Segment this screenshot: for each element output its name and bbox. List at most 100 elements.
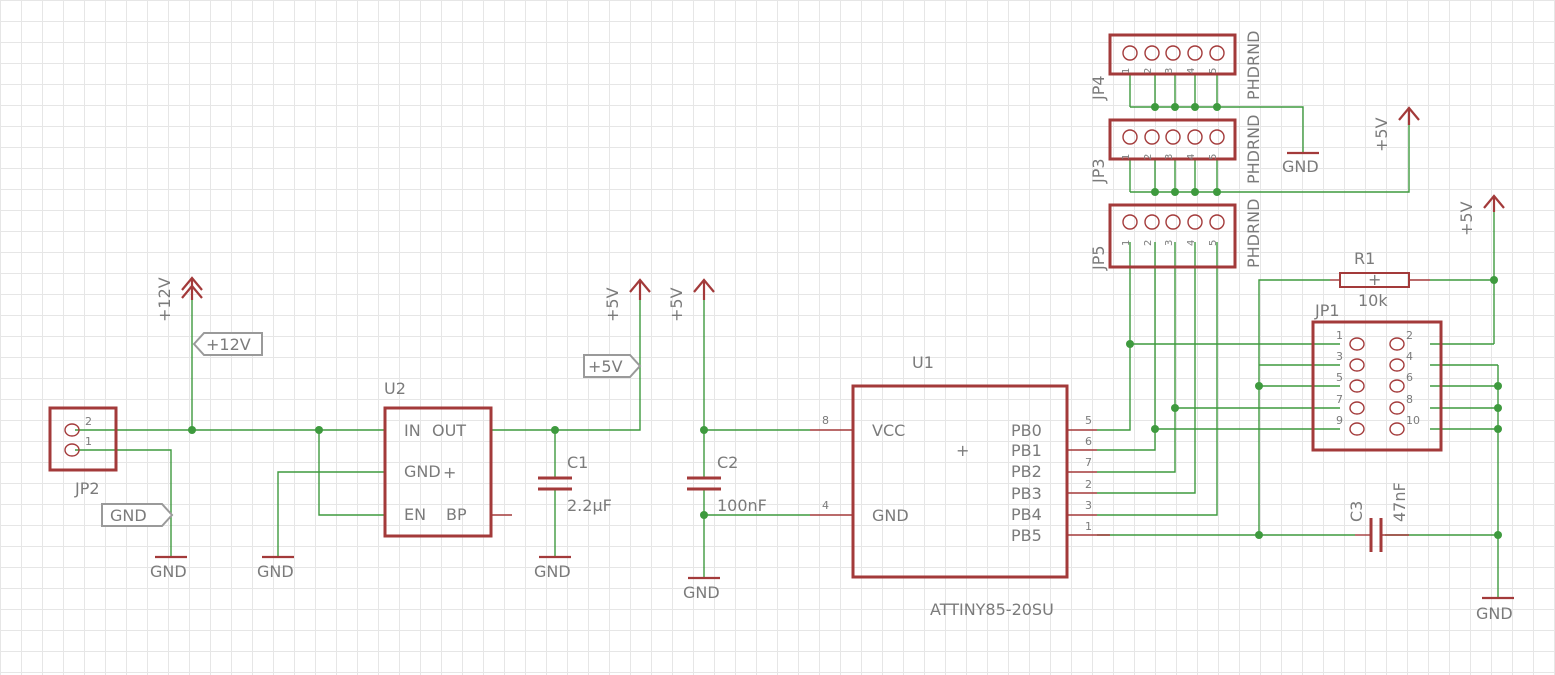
gnd-c1[interactable]: GND xyxy=(534,555,571,581)
jp5-pin-2: 2 xyxy=(1143,240,1154,246)
u1-pin-num-pb2: 7 xyxy=(1085,456,1092,469)
gnd-jp2[interactable]: GND xyxy=(150,555,187,581)
u1-pin-label-pb4: PB4 xyxy=(1011,505,1042,524)
part-jp5[interactable]: 1 2 3 4 5 JP5 PHDRND xyxy=(1089,199,1263,271)
c2-value: 100nF xyxy=(717,496,767,515)
net-label-gnd[interactable]: GND xyxy=(101,503,174,527)
c1-name: C1 xyxy=(567,453,588,472)
part-u2[interactable]: U2 IN OUT GND + EN BP xyxy=(383,379,512,538)
net-label-5v-text: +5V xyxy=(588,357,623,376)
u1-pin-num-pb5: 1 xyxy=(1085,520,1092,533)
jp5-name: JP5 xyxy=(1089,245,1108,271)
wires xyxy=(75,74,1499,598)
wire-jp3-bus[interactable] xyxy=(1130,112,1410,193)
u1-pin-label-pb3: PB3 xyxy=(1011,484,1042,503)
supply-5v-d[interactable]: +5V xyxy=(1457,194,1505,236)
gnd-c2-label: GND xyxy=(683,583,720,602)
jp4-pin-3: 3 xyxy=(1164,68,1175,74)
u1-value: ATTINY85-20SU xyxy=(930,600,1054,619)
part-jp3[interactable]: 1 2 3 4 5 JP3 PHDRND xyxy=(1089,115,1263,184)
jp3-pin-4: 4 xyxy=(1186,154,1197,160)
wire-pb2[interactable] xyxy=(1097,242,1176,473)
supply-5v-c[interactable]: +5V xyxy=(1372,106,1420,152)
c2-name: C2 xyxy=(717,453,738,472)
wire-u2-gnd[interactable] xyxy=(277,471,385,557)
jp1-pin-9: 9 xyxy=(1336,414,1343,427)
wire-u2-out[interactable] xyxy=(492,285,641,431)
u1-pin-label-vcc: VCC xyxy=(872,421,905,440)
supply-5v-d-label: +5V xyxy=(1457,201,1476,236)
gnd-c2[interactable]: GND xyxy=(683,576,720,602)
part-c3[interactable]: C3 47nF xyxy=(1347,482,1409,552)
supply-5v-c-label: +5V xyxy=(1372,117,1391,152)
wire-pb4[interactable] xyxy=(1097,242,1218,516)
c3-value: 47nF xyxy=(1390,482,1409,522)
jp3-pin-3: 3 xyxy=(1164,154,1175,160)
u2-pin-in: IN xyxy=(404,421,421,440)
gnd-c1-label: GND xyxy=(534,562,571,581)
jp1-pin-6: 6 xyxy=(1406,371,1413,384)
jp4-pin-1: 1 xyxy=(1121,68,1132,74)
supply-5v-a[interactable]: +5V xyxy=(603,278,651,322)
u2-pin-out: OUT xyxy=(432,421,466,440)
jp2-pin-1: 1 xyxy=(85,435,92,448)
part-jp4[interactable]: 1 2 3 4 5 JP4 PHDRND xyxy=(1089,31,1263,101)
jp2-name: JP2 xyxy=(74,479,100,498)
jp3-value: PHDRND xyxy=(1244,115,1263,184)
supply-12v-label: +12V xyxy=(155,277,174,322)
jp4-name: JP4 xyxy=(1089,75,1108,101)
wire-r1-left[interactable] xyxy=(1258,279,1330,535)
part-c1[interactable]: C1 2.2µF xyxy=(538,453,612,515)
r1-value: 10k xyxy=(1358,291,1388,310)
jp1-pin-5: 5 xyxy=(1336,371,1343,384)
supply-12v[interactable]: +12V xyxy=(155,276,203,322)
jp4-pin-2: 2 xyxy=(1143,68,1154,74)
jp4-pin-5: 5 xyxy=(1208,68,1219,74)
jp5-value: PHDRND xyxy=(1244,199,1263,268)
gnd-right-label: GND xyxy=(1476,604,1513,623)
u1-pin-num-pb3: 2 xyxy=(1085,478,1092,491)
net-label-5v[interactable]: +5V xyxy=(583,354,642,378)
jp5-pin-5: 5 xyxy=(1208,240,1219,246)
jp1-pin-7: 7 xyxy=(1336,393,1343,406)
jp1-name: JP1 xyxy=(1314,301,1340,320)
net-label-12v[interactable]: +12V xyxy=(192,332,263,356)
net-label-12v-text: +12V xyxy=(206,335,251,354)
u1-name: U1 xyxy=(912,353,934,372)
gnd-jp4[interactable]: GND xyxy=(1282,151,1319,176)
jp4-pin-4: 4 xyxy=(1186,68,1197,74)
u1-pin-num-pb0: 5 xyxy=(1085,414,1092,427)
wire-jp2-gnd[interactable] xyxy=(75,449,172,557)
c3-name: C3 xyxy=(1347,501,1366,522)
part-jp2[interactable]: 2 1 JP2 xyxy=(48,406,118,498)
wire-pb1[interactable] xyxy=(1097,242,1156,451)
supply-5v-b[interactable]: +5V xyxy=(667,278,715,322)
supply-5v-b-label: +5V xyxy=(667,287,686,322)
gnd-u2[interactable]: GND xyxy=(257,555,294,581)
u1-pin-num-vcc: 8 xyxy=(822,414,829,427)
part-jp1[interactable]: JP1 1 3 5 7 9 2 4 6 8 10 xyxy=(1311,301,1443,452)
gnd-jp4-label: GND xyxy=(1282,157,1319,176)
wire-pb0[interactable] xyxy=(1097,242,1131,431)
jp1-pin-1: 1 xyxy=(1336,329,1343,342)
wire-u2-en[interactable] xyxy=(318,430,385,516)
jp4-value: PHDRND xyxy=(1244,31,1263,100)
wire-pb3[interactable] xyxy=(1097,242,1196,494)
u2-origin: + xyxy=(443,463,456,482)
u2-name: U2 xyxy=(384,379,406,398)
u2-pin-en: EN xyxy=(404,505,426,524)
wire-jp4-bus[interactable] xyxy=(1130,106,1304,153)
jp1-pin-8: 8 xyxy=(1406,393,1413,406)
gnd-right[interactable]: GND xyxy=(1476,596,1514,623)
jp1-pin-4: 4 xyxy=(1406,350,1413,363)
part-c2[interactable]: C2 100nF xyxy=(687,453,767,515)
part-u1[interactable]: U1 ATTINY85-20SU + 8 VCC 4 GND 5 PB0 6 P… xyxy=(810,353,1110,619)
jp3-pin-5: 5 xyxy=(1208,154,1219,160)
part-r1[interactable]: R1 10k + xyxy=(1330,249,1430,310)
jp5-pin-1: 1 xyxy=(1121,240,1132,246)
jp3-pin-1: 1 xyxy=(1121,154,1132,160)
c1-value: 2.2µF xyxy=(567,496,612,515)
u1-pin-label-pb0: PB0 xyxy=(1011,421,1042,440)
jp3-pin-2: 2 xyxy=(1143,154,1154,160)
